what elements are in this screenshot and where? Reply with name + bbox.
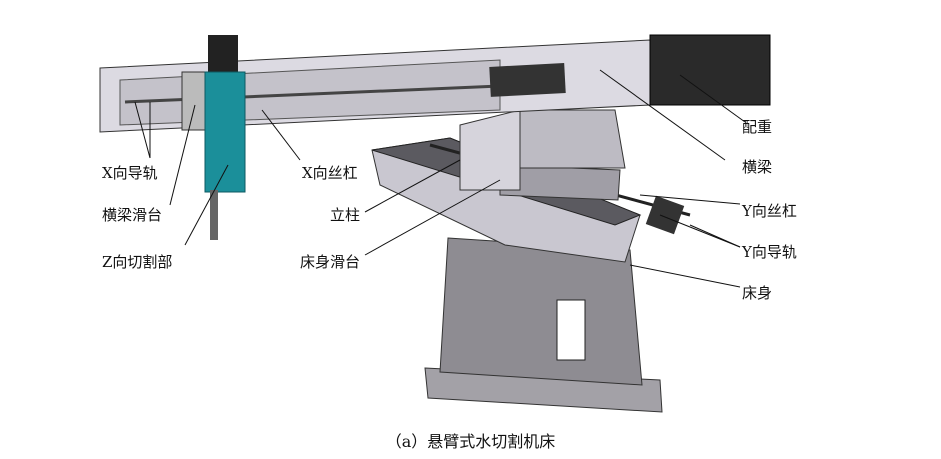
beam-slide-plate — [181, 71, 208, 131]
z-spindle — [204, 71, 246, 193]
z-motor — [208, 35, 238, 73]
label-z-cutter: Z向切割部 — [102, 253, 173, 271]
label-counterweight: 配重 — [742, 118, 773, 136]
leader-lines — [134, 69, 746, 288]
column — [459, 109, 521, 191]
label-bed-slide: 床身滑台 — [300, 253, 361, 271]
nozzle — [210, 190, 218, 240]
label-bed: 床身 — [742, 284, 773, 302]
x-motor — [489, 63, 566, 97]
y-motor — [645, 195, 685, 235]
label-column: 立柱 — [330, 206, 361, 224]
counterweight-block — [649, 34, 771, 106]
label-y-rail: Y向导轨 — [742, 243, 797, 261]
base-window — [556, 299, 586, 361]
column-side — [519, 109, 626, 169]
figure-caption: （a）悬臂式水切割机床 — [385, 432, 556, 451]
label-beam: 横梁 — [742, 158, 773, 176]
label-beam-slide: 横梁滑台 — [102, 206, 163, 224]
label-x-screw: X向丝杠 — [302, 164, 358, 182]
label-y-screw: Y向丝杠 — [742, 202, 797, 220]
label-x-rail: X向导轨 — [102, 164, 158, 182]
